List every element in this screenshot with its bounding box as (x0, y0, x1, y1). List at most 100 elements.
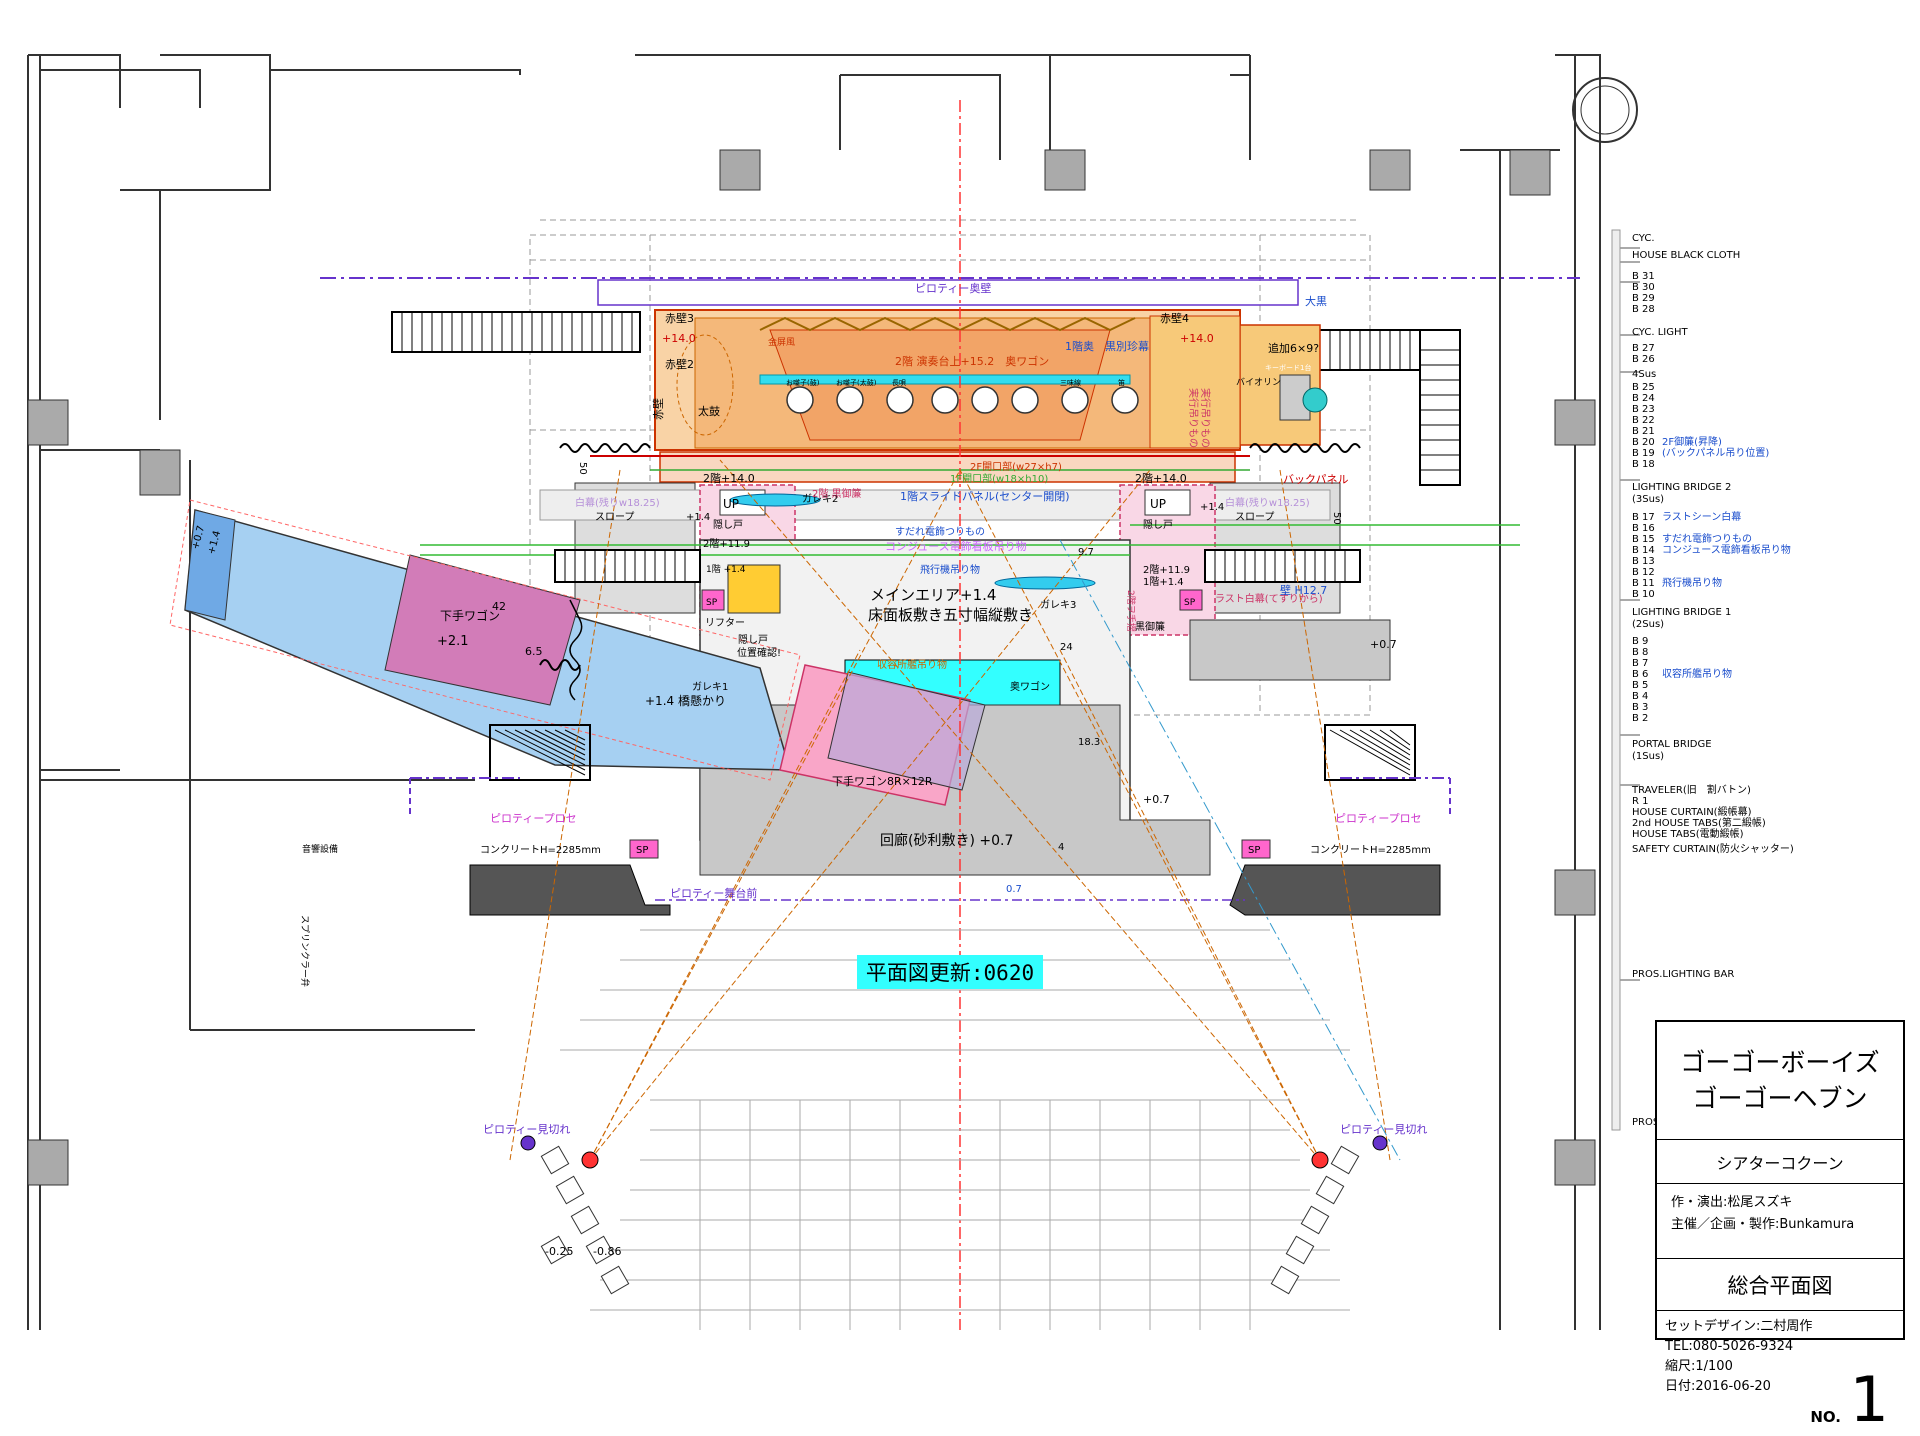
label-kakushido-left: 隠し戸 (713, 519, 743, 531)
legend-texts: CYC. HOUSE BLACK CLOTH B 31 B 30 B 29 B … (1631, 233, 1794, 1128)
legend-4sus: 4Sus (1632, 369, 1656, 380)
label-dim42: 42 (492, 600, 506, 613)
piloty-mark-left-icon (520, 1135, 536, 1151)
label-akakabe2: 赤壁2 (665, 357, 694, 371)
sp-box-right (1241, 839, 1271, 859)
label-piloty-prose-right: ピロティープロセ (1335, 812, 1422, 825)
label-back-panel: バックパネル (1283, 473, 1348, 486)
legend-lb2-sus: (3Sus) (1632, 494, 1664, 505)
legend-b8: B 8 (1632, 647, 1648, 658)
tb-drawing-title: 総合平面図 (1657, 1259, 1903, 1311)
legend-portal: PORTAL BRIDGE (1632, 739, 1712, 750)
audience-seating (560, 929, 1350, 1330)
garaki2-shape (729, 493, 821, 507)
keyboard-chair-icon (1302, 387, 1328, 413)
label-p14-left: +1.4 (686, 512, 710, 523)
legend-b25: B 25 (1632, 382, 1655, 393)
legend-b22: B 22 (1632, 415, 1655, 426)
label-shimote-wagon: 下手ワゴン (440, 608, 500, 623)
label-kaidan-left: 実行吊りもの (1187, 388, 1200, 448)
legend-b9: B 9 (1632, 636, 1648, 647)
legend-b6-note: 収容所艦吊り物 (1662, 667, 1732, 680)
legend-safety: SAFETY CURTAIN(防火シャッター) (1632, 842, 1794, 855)
sp-box-left (629, 839, 659, 859)
legend-b11: B 11 (1632, 578, 1655, 589)
label-concrete-right: コンクリートH=2285mm (1310, 844, 1431, 856)
hatch-box-right (1324, 724, 1416, 781)
label-dim07: 0.7 (1006, 884, 1022, 895)
legend-b20: B 20 (1632, 437, 1655, 448)
title-block: ゴーゴーボーイズ ゴーゴーヘブン シアターコクーン 作・演出:松尾スズキ 主催／… (1655, 1020, 1905, 1431)
label-akakabe-vertical: 赤壁 (651, 398, 665, 420)
okuro-rect (597, 279, 1299, 306)
label-kaidan-right: 実行吊りもの (1199, 388, 1212, 448)
legend-b6: B 6 (1632, 669, 1648, 680)
label-kabe127: 壁 H12.7 (1280, 583, 1327, 597)
legend-b21: B 21 (1632, 426, 1655, 437)
label-ohayashi-4: 三味線 (1060, 378, 1081, 387)
label-kakushido2: 隠し戸 (738, 634, 768, 646)
legend-b30: B 30 (1632, 282, 1655, 293)
legend-traveler: TRAVELER(旧 割バトン) (1631, 783, 1751, 796)
label-piloty-mikire-right: ピロティー見切れ (1340, 1123, 1427, 1136)
label-floor-board: 床面板敷き五寸幅縦敷き (868, 606, 1033, 624)
update-badge: 平面図更新:0620 (857, 955, 1043, 989)
legend-house-curtain: HOUSE CURTAIN(緞帳幕) (1632, 805, 1752, 818)
tb-director: 作・演出:松尾スズキ (1671, 1195, 1793, 1210)
label-piloty-prose-left: ピロティープロセ (490, 812, 577, 825)
label-ohayashi-5: 笛 (1118, 378, 1125, 387)
label-floor2-kuro: 2階 黒御簾 (812, 487, 862, 500)
legend-b20-note: 2F御簾(昇降) (1662, 435, 1722, 448)
label-floor1-curtain: 1階奥 黒別珍幕 (1065, 339, 1149, 353)
label-hashigakari: +1.4 橋懸かり (645, 694, 726, 708)
tb-no-label: NO. (1810, 1408, 1841, 1426)
legend-lb2: LIGHTING BRIDGE 2 (1632, 482, 1731, 493)
label-up-right: UP (1150, 497, 1166, 511)
plan-labels: ピロティー奥壁 大黒 赤壁3 赤壁4 +14.0 +14.0 金屏風 2階 演奏… (190, 281, 1431, 1258)
sp-box-small-left (701, 589, 725, 611)
label-slope-right: スロープ (1235, 511, 1274, 523)
label-dim4: 4 (1058, 842, 1064, 853)
pros-wall-right (1229, 864, 1441, 916)
legend-b17: B 17 (1632, 512, 1655, 523)
kinbyobu-zigzag (759, 316, 1136, 332)
legend-b18: B 18 (1632, 459, 1655, 470)
label-kuromisu: 黒御簾 (1135, 620, 1165, 633)
label-plus07-center: +0.7 (1143, 793, 1170, 806)
label-kairo: 回廊(砂利敷き) +0.7 (880, 832, 1013, 849)
label-p14-right: +1.4 (1200, 502, 1224, 513)
label-ohayashi-2: お囃子(太鼓) (836, 378, 877, 387)
label-piloty-back: ピロティー奥壁 (915, 281, 991, 295)
legend-b17-note: ラストシーン白幕 (1662, 510, 1741, 523)
label-dim025: -0.25 (545, 1245, 573, 1258)
tb-foot: セットデザイン:二村周作 TEL:080-5026-9324 縮尺:1/100 … (1657, 1311, 1903, 1435)
tb-company: ゴーゴーボーイズ ゴーゴーヘブン (1657, 1022, 1903, 1140)
label-slide-panel: 1階スライドパネル(センター開閉) (900, 489, 1070, 503)
label-ohayashi-1: お囃子(鼓) (786, 378, 820, 387)
legend-cyc: CYC. (1632, 233, 1655, 244)
oku-wagon-overlap (827, 671, 986, 791)
side-seats-right (1270, 1145, 1360, 1295)
label-dim183: 18.3 (1078, 737, 1100, 748)
legend-b26: B 26 (1632, 354, 1655, 365)
label-piloty-mikire-left: ピロティー見切れ (483, 1123, 570, 1136)
label-sp-left: SP (636, 845, 648, 856)
curtain-wave-left (559, 443, 651, 453)
tb-no: 1 (1849, 1363, 1889, 1436)
label-floor1-14-left: 1階 +1.4 (706, 564, 746, 575)
label-hikouki: 飛行機吊り物 (920, 563, 980, 576)
label-plus07-right: +0.7 (1370, 638, 1397, 651)
label-kakushido-right: 隠し戸 (1143, 519, 1173, 531)
legend-b15: B 15 (1632, 534, 1655, 545)
label-floor2-119-right: 2階+11.9 (1143, 564, 1190, 576)
legend-portal-sus: (1Sus) (1632, 751, 1664, 762)
legend-b23: B 23 (1632, 404, 1655, 415)
legend-b10: B 10 (1632, 589, 1655, 600)
label-sp-small-left: SP (706, 598, 718, 608)
piloty-mark-right-icon (1372, 1135, 1388, 1151)
legend-cyc-light: CYC. LIGHT (1632, 327, 1688, 338)
legend-house-tabs2: 2nd HOUSE TABS(第二緞帳) (1632, 816, 1766, 829)
hatch-box-left (489, 724, 591, 781)
sp-box-small-right (1179, 589, 1203, 611)
tb-producer: 主催／企画・製作:Bunkamura (1671, 1217, 1855, 1232)
